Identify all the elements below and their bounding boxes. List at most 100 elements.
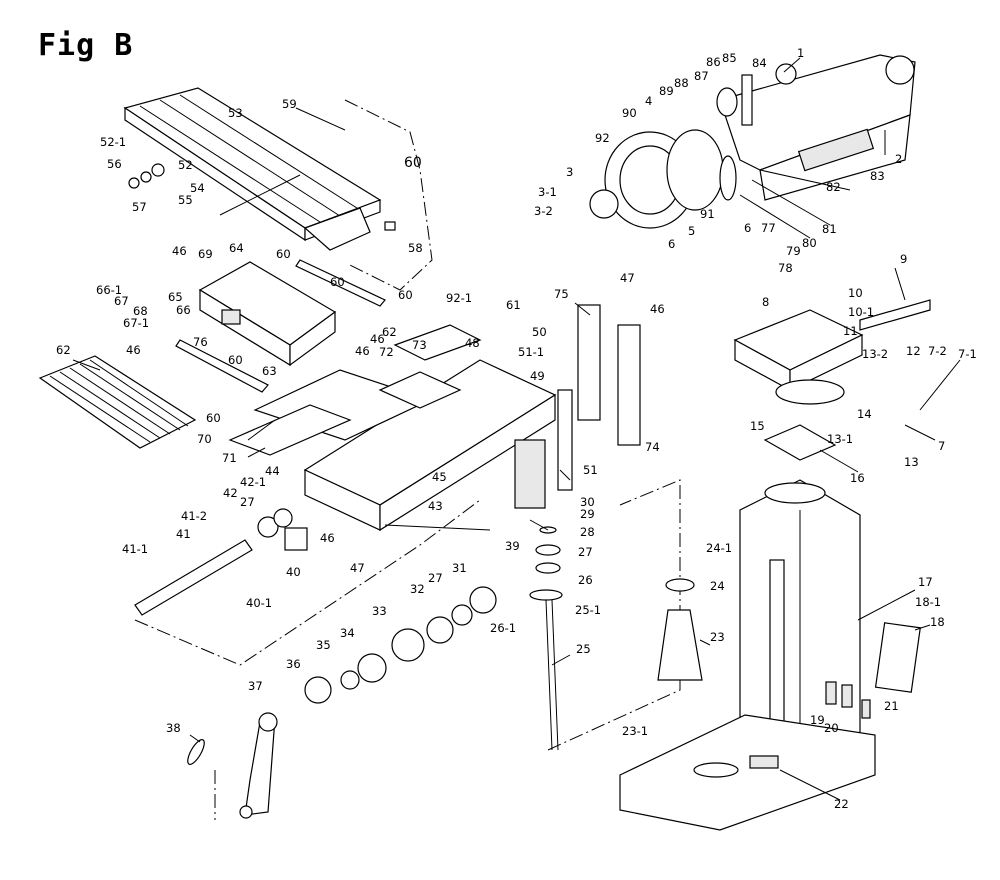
part-label: 3-1 <box>538 185 557 199</box>
part-label: 80 <box>802 236 817 250</box>
part-label: 23-1 <box>622 724 648 738</box>
part-label: 87 <box>694 69 709 83</box>
block-part <box>861 699 871 719</box>
part-label: 89 <box>659 84 674 98</box>
table-hardware <box>128 163 396 231</box>
part-label: 44 <box>265 464 280 478</box>
part-label: 24-1 <box>706 541 732 555</box>
leadscrew-41 <box>134 508 308 616</box>
part-label: 78 <box>778 261 793 275</box>
part-label: 65 <box>168 290 183 304</box>
part-label: 27 <box>428 571 443 585</box>
part-label: 52-1 <box>100 135 126 149</box>
part-label: 6 <box>744 221 751 235</box>
part-label: 22 <box>834 797 849 811</box>
gib-strip <box>557 389 573 491</box>
part-label: 23 <box>710 630 725 644</box>
part-label: 46 <box>355 344 370 358</box>
part-label: 3 <box>566 165 573 179</box>
part-label: 7-1 <box>958 347 977 361</box>
part-label: 7 <box>938 439 945 453</box>
part-label: 60 <box>404 155 422 171</box>
part-label: 46 <box>370 332 385 346</box>
nut-part <box>665 578 695 592</box>
part-label: 13-1 <box>827 432 853 446</box>
part-label: 12 <box>906 344 921 358</box>
part-label: 66-1 <box>96 283 122 297</box>
part-label: 56 <box>107 157 122 171</box>
part-label: 7-2 <box>928 344 947 358</box>
part-label: 25-1 <box>575 603 601 617</box>
part-label: 91 <box>700 207 715 221</box>
part-label: 37 <box>248 679 263 693</box>
part-label: 46 <box>172 244 187 258</box>
head-part <box>589 54 916 239</box>
part-label: 17 <box>918 575 933 589</box>
part-label: 51-1 <box>518 345 544 359</box>
part-label: 84 <box>752 56 767 70</box>
handwheel-assembly <box>187 586 497 819</box>
base-part <box>303 359 557 532</box>
part-label: 50 <box>532 325 547 339</box>
part-label: 32 <box>410 582 425 596</box>
part-label: 57 <box>132 200 147 214</box>
part-label: 63 <box>262 364 277 378</box>
part-label: 13 <box>904 455 919 469</box>
part-label: 16 <box>850 471 865 485</box>
part-label: 83 <box>870 169 885 183</box>
part-label: 26 <box>578 573 593 587</box>
part-label: 39 <box>505 539 520 553</box>
leader-lines <box>72 57 961 801</box>
part-label: 3-2 <box>534 204 553 218</box>
part-label: 92-1 <box>446 291 472 305</box>
part-label: 29 <box>580 507 595 521</box>
part-label: 73 <box>412 338 427 352</box>
way-cover-outline <box>344 99 433 291</box>
table-part <box>123 87 382 251</box>
assembly-line <box>547 479 681 751</box>
part-label: 42 <box>223 486 238 500</box>
part-label: 46 <box>320 531 335 545</box>
part-label: 45 <box>432 470 447 484</box>
part-label: 40-1 <box>246 596 272 610</box>
part-label: 67-1 <box>123 316 149 330</box>
part-labels: 1 2 3 3-1 3-2 4 5 6 6 7 7-1 7-2 8 9 10 1… <box>56 46 977 811</box>
part-label: 54 <box>190 181 205 195</box>
part-label: 11 <box>843 324 858 338</box>
part-label: 41-2 <box>181 509 207 523</box>
part-label: 66 <box>176 303 191 317</box>
part-label: 48 <box>465 336 480 350</box>
part-label: 20 <box>824 721 839 735</box>
part-label: 13-2 <box>862 347 888 361</box>
part-label: 10 <box>848 286 863 300</box>
part-label: 38 <box>166 721 181 735</box>
part-label: 60 <box>228 353 243 367</box>
part-label: 18-1 <box>915 595 941 609</box>
part-label: 31 <box>452 561 467 575</box>
part-label: 58 <box>408 241 423 255</box>
part-label: 42-1 <box>240 475 266 489</box>
part-label: 15 <box>750 419 765 433</box>
part-label: 55 <box>178 193 193 207</box>
part-label: 60 <box>276 247 291 261</box>
part-label: 60 <box>330 275 345 289</box>
part-label: 67 <box>114 294 129 308</box>
plate-part <box>393 324 482 361</box>
part-label: 2 <box>895 152 902 166</box>
part-label: 69 <box>198 247 213 261</box>
block-part <box>825 681 837 705</box>
figure-title: Fig B <box>38 28 134 63</box>
part-label: 6 <box>668 237 675 251</box>
part-label: 62 <box>382 325 397 339</box>
plate-part <box>228 404 352 456</box>
part-label: 60 <box>398 288 413 302</box>
part-label: 27 <box>240 495 255 509</box>
part-label: 71 <box>222 451 237 465</box>
part-label: 64 <box>229 241 244 255</box>
part-label: 8 <box>762 295 769 309</box>
gib-strip <box>577 304 601 421</box>
part-label: 1 <box>797 46 804 60</box>
part-label: 30 <box>580 495 595 509</box>
part-label: 9 <box>900 252 907 266</box>
